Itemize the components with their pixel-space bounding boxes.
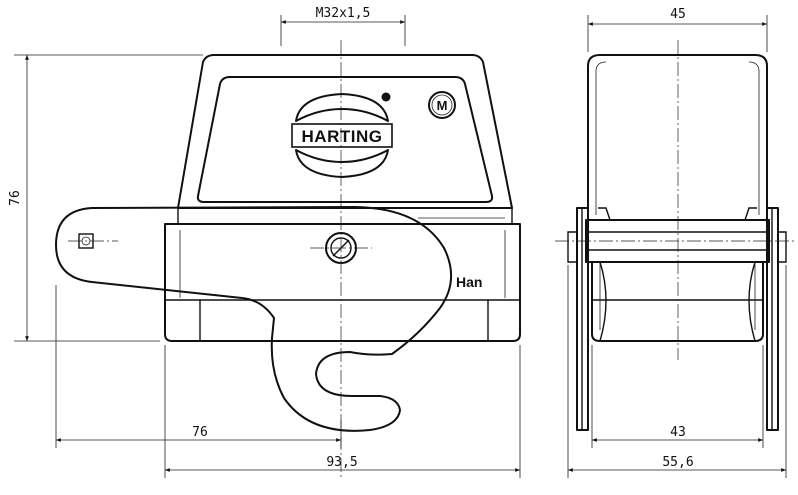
- side-base: [591, 262, 764, 342]
- base-detail: [179, 217, 506, 298]
- dim-side-width: 45: [670, 7, 686, 22]
- m-badge: M: [428, 91, 456, 119]
- base-housing: [164, 223, 521, 342]
- harting-logo: HARTING: [291, 92, 393, 178]
- dim-side-inner-width: 43: [670, 425, 686, 440]
- front-dimensions: M32x1,5 76 76 93,5: [8, 6, 521, 478]
- side-view: [555, 40, 795, 431]
- logo-band: [291, 123, 393, 148]
- logo-arc-top: [295, 93, 389, 122]
- dim-total-width: 93,5: [326, 455, 357, 470]
- logo-dot: [381, 92, 391, 102]
- side-lever-left: [576, 207, 589, 431]
- brand-name: HARTING: [302, 127, 383, 146]
- han-label: Han: [456, 274, 482, 290]
- dim-height: 76: [8, 190, 23, 206]
- side-lever-right: [766, 207, 779, 431]
- side-dimensions: 45 43 55,6: [567, 7, 787, 478]
- m-badge-text: M: [437, 98, 448, 113]
- front-view: HARTING M Han: [55, 40, 521, 480]
- dim-lever-length: 76: [192, 425, 208, 440]
- base-step: [165, 208, 520, 341]
- logo-arc-bottom: [295, 149, 389, 178]
- side-hood: [587, 54, 768, 220]
- hood-panel: [196, 76, 494, 203]
- side-base-lines: [592, 261, 763, 342]
- hood-body: [177, 54, 513, 209]
- side-hood-inner: [595, 61, 760, 215]
- dim-thread: M32x1,5: [316, 6, 371, 21]
- dim-side-total-width: 55,6: [662, 455, 693, 470]
- locking-lever: [55, 206, 453, 432]
